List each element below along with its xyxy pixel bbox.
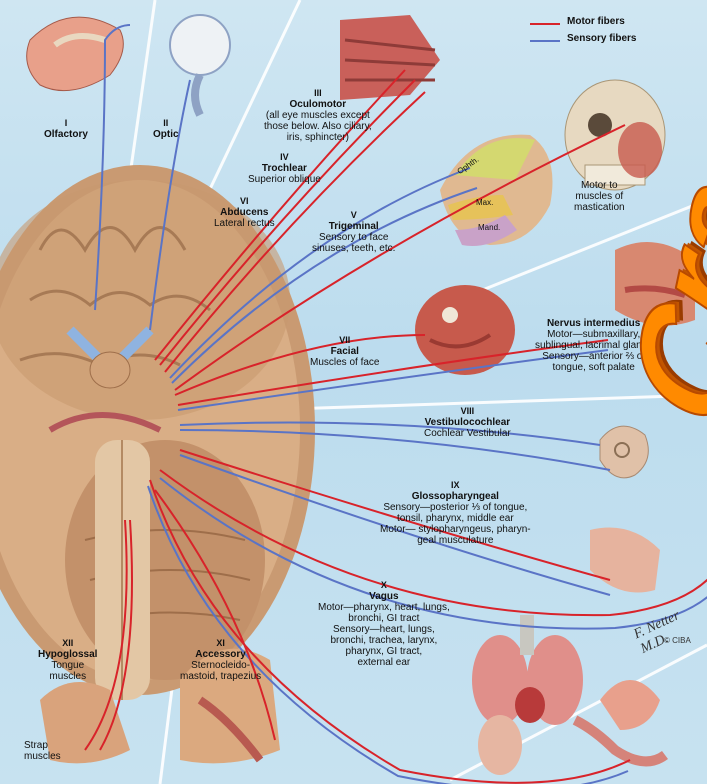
nerve-name: Glossopharyngeal (380, 491, 531, 502)
label-accessory: XI Accessory Sternocleido- mastoid, trap… (180, 638, 261, 682)
nerve-desc: geal musculature (380, 535, 531, 546)
label-glossopharyngeal: IX Glossopharyngeal Sensory—posterior ⅓ … (380, 480, 531, 546)
nerve-desc: bronchi, trachea, larynx, (318, 635, 450, 646)
nerve-desc: (all eye muscles except (264, 110, 372, 121)
label-vagus: X Vagus Motor—pharynx, heart, lungs, bro… (318, 580, 450, 668)
label-vestibulocochlear: VIII Vestibulocochlear Cochlear Vestibul… (424, 406, 511, 439)
nerve-desc: Sensory—heart, lungs, (318, 624, 450, 635)
label-oculomotor: III Oculomotor (all eye muscles except t… (264, 88, 372, 143)
nerve-number: XI (180, 638, 261, 649)
label-strap-muscles: Strap muscles (24, 740, 61, 762)
label-trigeminal: V Trigeminal Sensory to face sinuses, te… (312, 210, 395, 254)
nerve-number: III (264, 88, 372, 99)
nerve-number: VIII (424, 406, 511, 417)
nerve-desc: external ear (318, 657, 450, 668)
nerve-number: I (44, 118, 88, 129)
nerve-desc: Cochlear Vestibular (424, 428, 511, 439)
nerve-desc: those below. Also ciliary, (264, 121, 372, 132)
throat-illustration (590, 528, 660, 593)
nerve-name: Optic (153, 129, 179, 140)
nerve-number: V (312, 210, 395, 221)
label-mastication: Motor to muscles of mastication (574, 180, 625, 213)
nose-illustration (27, 17, 124, 90)
face-muscles-illustration (415, 285, 515, 375)
motor-legend-label: Motor fibers (567, 16, 625, 27)
nerve-name: Abducens (214, 207, 275, 218)
nerve-desc: pharynx, GI tract, (318, 646, 450, 657)
nerve-name: Vestibulocochlear (424, 417, 511, 428)
nerve-desc: Sensory—posterior ⅓ of tongue, (380, 502, 531, 513)
nerve-number: X (318, 580, 450, 591)
label-olfactory: I Olfactory (44, 118, 88, 140)
nerve-desc: bronchi, GI tract (318, 613, 450, 624)
nerve-name: Vagus (318, 591, 450, 602)
nerve-desc: iris, sphincter) (264, 132, 372, 143)
nerve-desc: Tongue (38, 660, 97, 671)
nerve-number: VII (310, 335, 379, 346)
nerve-name: Olfactory (44, 129, 88, 140)
nerve-number: VI (214, 196, 275, 207)
label-facial: VII Facial Muscles of face (310, 335, 379, 368)
nerve-name: Trochlear (248, 163, 321, 174)
nerve-number: IX (380, 480, 531, 491)
nerve-desc: Lateral rectus (214, 218, 275, 229)
nerve-desc: Motor—pharynx, heart, lungs, (318, 602, 450, 613)
sensory-legend-label: Sensory fibers (567, 33, 636, 44)
label-optic: II Optic (153, 118, 179, 140)
nerve-desc: sinuses, teeth, etc. (312, 243, 395, 254)
nerve-number: II (153, 118, 179, 129)
nerve-name: Accessory (180, 649, 261, 660)
nerve-desc: Sternocleido- (180, 660, 261, 671)
label-trochlear: IV Trochlear Superior oblique (248, 152, 321, 185)
copyright-credit: © CIBA (664, 636, 691, 645)
nerve-desc: Motor— stylopharyngeus, pharyn- (380, 524, 531, 535)
zone-mand: Mand. (478, 222, 500, 233)
sensory-legend-swatch (530, 40, 560, 42)
zone-max: Max. (476, 197, 493, 208)
nerve-desc: Muscles of face (310, 357, 379, 368)
nerve-number: IV (248, 152, 321, 163)
nerve-name: Trigeminal (312, 221, 395, 232)
motor-legend-swatch (530, 23, 560, 25)
label-abducens: VI Abducens Lateral rectus (214, 196, 275, 229)
nerve-desc: Superior oblique (248, 174, 321, 185)
nerve-desc: muscles (38, 671, 97, 682)
nerve-name: Facial (310, 346, 379, 357)
nerve-name: Hypoglossal (38, 649, 97, 660)
nerve-desc: Sensory to face (312, 232, 395, 243)
label-hypoglossal: XII Hypoglossal Tongue muscles (38, 638, 97, 682)
nerve-desc: tonsil, pharynx, middle ear (380, 513, 531, 524)
nerve-name: Oculomotor (264, 99, 372, 110)
nerve-desc: mastoid, trapezius (180, 671, 261, 682)
nerve-number: XII (38, 638, 97, 649)
eye-illustration (170, 15, 230, 115)
